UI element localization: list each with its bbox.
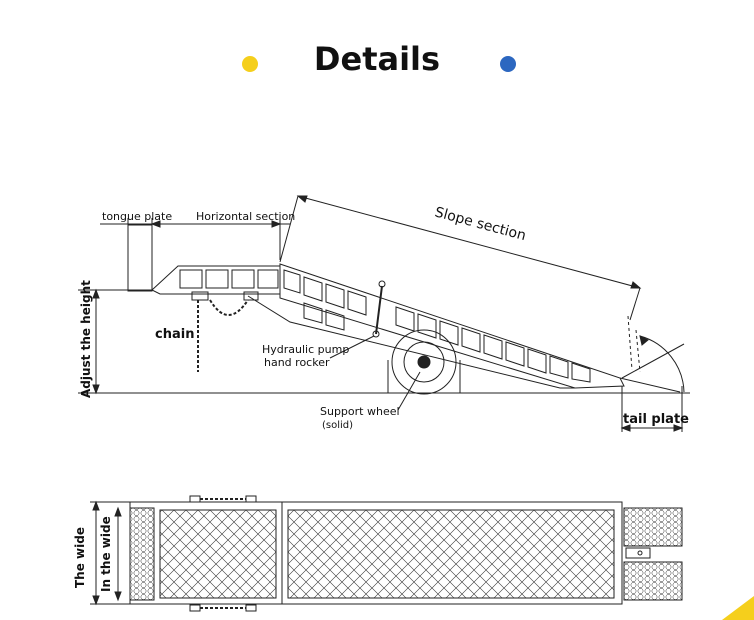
tail-plate-swing [627,315,641,373]
tail-plate-upper [623,507,683,547]
the-wide-label: The wide [73,527,87,588]
tail-plate-raised [621,343,685,379]
yellow-dot-icon [242,56,258,72]
horizontal-section-cells [179,269,279,289]
tail-plate-arc [639,335,685,393]
hydraulic-pump-label-line2: hand rocker [264,356,330,369]
pump-leader [329,335,375,359]
hydraulic-pump-label-line1: Hydraulic pump [262,343,349,356]
chain-icon [191,291,259,372]
horizontal-deck-mesh [159,509,277,599]
slope-section-label: Slope section [433,204,528,244]
hydraulic-pump-icon [372,280,386,338]
tow-hitch [625,547,651,559]
tongue-plate [127,224,153,292]
in-the-wide-label: In the wide [99,516,113,592]
support-wheel-label-line1: Support wheel [320,405,400,418]
corner-accent [722,596,754,620]
wheel-leader [397,371,421,411]
blue-dot-icon [500,56,516,72]
support-wheel-icon [387,329,461,395]
tail-plate-lower [623,561,683,601]
support-wheel-label-line2: (solid) [322,420,353,431]
tail-plate [619,377,681,393]
page-title: Details [313,40,441,78]
side-view [78,195,690,432]
slope-section-cells [283,269,591,383]
slope-section-frame [279,263,625,389]
slope-deck-mesh [287,509,615,599]
top-chain-icon [189,495,257,503]
tongue-plate-grip [129,507,155,601]
horizontal-section-label: Horizontal section [196,210,295,223]
adjust-height-label: Adjust the height [79,280,93,398]
top-view [90,495,683,612]
bottom-chain-icon [189,604,257,612]
slope-underside [247,295,575,389]
slope-dimension-line [297,195,641,289]
chain-label: chain [155,327,194,342]
tongue-plate-label: tongue plate [102,210,172,223]
tail-plate-label: tail plate [623,412,689,427]
